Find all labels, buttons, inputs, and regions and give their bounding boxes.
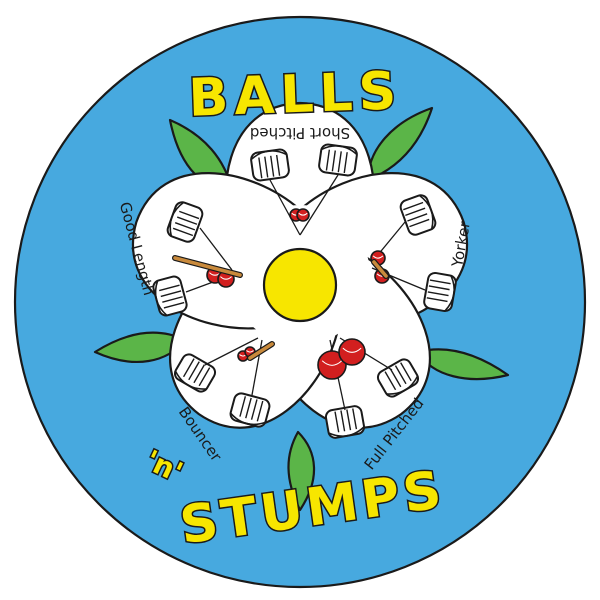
stumps-top-right	[318, 143, 358, 177]
ball-full-pitched-a	[317, 350, 347, 380]
bail-yorker	[372, 260, 388, 278]
stumps-left-bottom	[152, 275, 188, 317]
ball-short-pitched-b	[296, 208, 310, 222]
flower-center	[262, 247, 338, 323]
stumps-right-top	[399, 194, 437, 236]
stumps-left-top	[166, 201, 204, 243]
stumps-top-left	[250, 148, 290, 182]
stumps-bottom-right-a	[376, 358, 420, 398]
stumps-bottom-left-a	[173, 353, 217, 393]
leaf-bottom	[287, 430, 316, 512]
ball-full-pitched-b	[338, 338, 366, 366]
bail-bouncer	[248, 342, 274, 360]
cricket-decor	[152, 143, 457, 439]
stumps-bottom-left-b	[229, 392, 271, 428]
stumps-right-bottom	[423, 271, 457, 313]
title-balls: BALLS	[188, 61, 404, 128]
label-short-pitched: Short Pitched	[250, 124, 350, 142]
bail-good-length	[173, 256, 242, 277]
stumps-bottom-right-b	[324, 405, 366, 439]
